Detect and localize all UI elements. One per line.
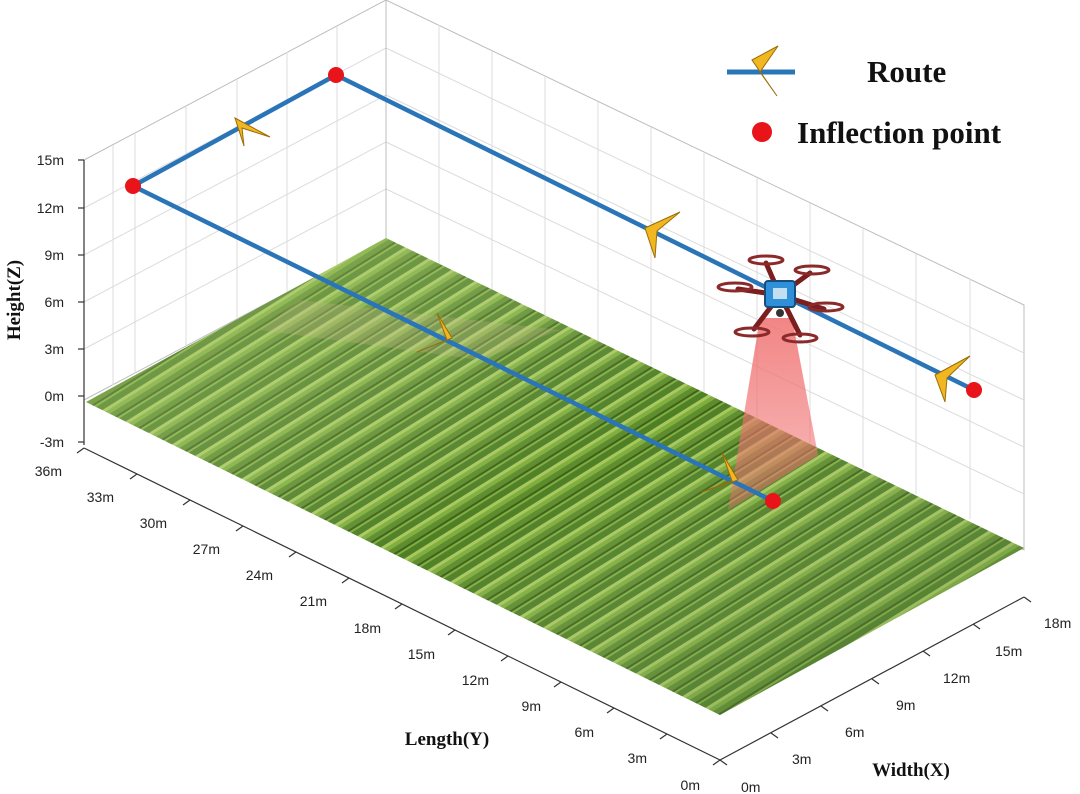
chevron-arrow-icon xyxy=(416,312,453,353)
y-tick-label: 21m xyxy=(300,593,327,609)
legend-inflection: Inflection point xyxy=(752,115,1002,150)
y-tick-label: 36m xyxy=(35,463,62,479)
y-tick-label: 33m xyxy=(87,489,114,505)
x-tick-label: 6m xyxy=(845,724,864,740)
sensor-beam xyxy=(728,318,818,510)
chevron-arrow-icon xyxy=(934,355,971,403)
chevron-arrow-icon xyxy=(701,452,739,493)
x-tick-label: 12m xyxy=(943,670,970,686)
x-axis-title: Width(X) xyxy=(872,760,950,781)
y-tick-label: 9m xyxy=(522,698,541,714)
x-axis-tick-labels: 0m 3m 6m 9m 12m 15m 18m xyxy=(741,615,1071,794)
x-axis-ticks xyxy=(719,596,1032,766)
y-tick-label: 12m xyxy=(462,672,489,688)
z-tick-label: -3m xyxy=(40,434,64,450)
flight-route xyxy=(125,67,982,509)
x-axis: 0m 3m 6m 9m 12m 15m 18m Width(X) xyxy=(719,596,1071,794)
legend-route-label: Route xyxy=(867,54,946,89)
y-tick-label: 24m xyxy=(246,567,273,583)
x-tick-label: 9m xyxy=(896,697,915,713)
z-tick-label: 15m xyxy=(37,152,64,168)
y-axis-ticks xyxy=(76,447,721,766)
z-axis-ticks: 15m 12m 9m 6m 3m 0m -3m xyxy=(37,152,84,450)
y-axis-tick-labels: 36m 33m 30m 27m 24m 21m 18m 15m 12m 9m 6… xyxy=(35,463,700,793)
z-tick-label: 6m xyxy=(45,294,64,310)
y-tick-label: 0m xyxy=(681,777,700,793)
chevron-arrow-icon xyxy=(751,45,779,97)
legend: Route Inflection point xyxy=(727,45,1002,150)
x-tick-label: 0m xyxy=(741,779,760,794)
z-tick-label: 0m xyxy=(45,388,64,404)
x-tick-label: 18m xyxy=(1044,615,1071,631)
chevron-arrow-icon xyxy=(234,116,271,147)
x-tick-label: 3m xyxy=(792,751,811,767)
z-tick-label: 3m xyxy=(45,341,64,357)
y-tick-label: 27m xyxy=(193,541,220,557)
inflection-point xyxy=(125,178,141,194)
legend-route: Route xyxy=(727,45,946,97)
chevron-arrow-icon xyxy=(644,211,681,259)
y-tick-label: 15m xyxy=(408,646,435,662)
y-tick-label: 18m xyxy=(354,620,381,636)
y-axis: 36m 33m 30m 27m 24m 21m 18m 15m 12m 9m 6… xyxy=(35,447,721,793)
right-wall-grid xyxy=(385,25,1025,519)
hexacopter-drone-icon xyxy=(716,254,845,344)
z-axis: 15m 12m 9m 6m 3m 0m -3m Height(Z) xyxy=(4,152,85,450)
y-tick-label: 3m xyxy=(628,750,647,766)
z-tick-label: 9m xyxy=(45,247,64,263)
crop-field-image xyxy=(86,238,1024,715)
y-tick-label: 6m xyxy=(575,724,594,740)
y-tick-label: 30m xyxy=(140,515,167,531)
inflection-point xyxy=(765,493,781,509)
z-axis-title: Height(Z) xyxy=(4,260,25,340)
legend-inflection-label: Inflection point xyxy=(797,115,1002,150)
x-tick-label: 15m xyxy=(995,643,1022,659)
inflection-point xyxy=(966,382,982,398)
y-axis-title: Length(Y) xyxy=(405,729,489,750)
z-tick-label: 12m xyxy=(37,200,64,216)
inflection-point xyxy=(328,67,344,83)
legend-inflection-marker xyxy=(752,122,772,142)
